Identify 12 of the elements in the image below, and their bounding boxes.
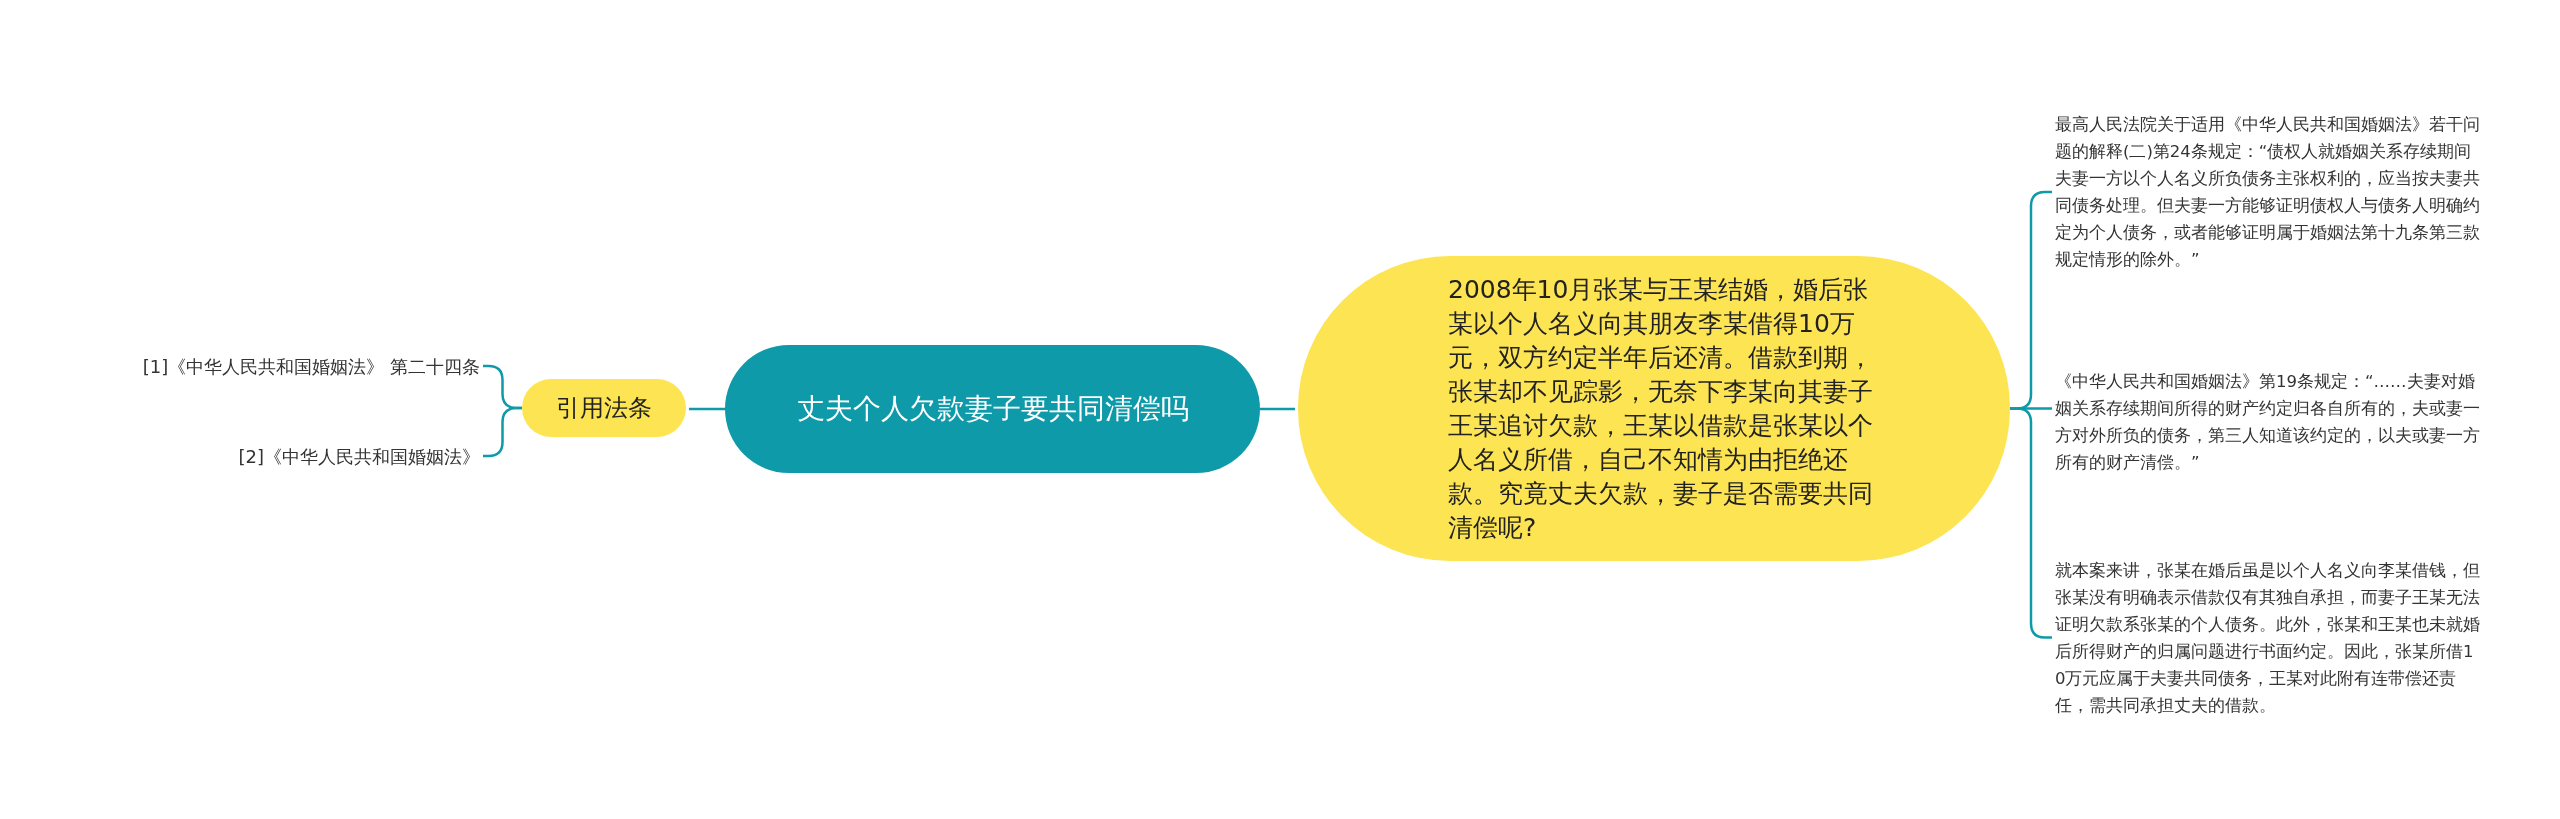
connector: [689, 407, 725, 411]
law-reference: [1]《中华人民共和国婚姻法》 第二十四条: [142, 354, 480, 379]
case-text: 2008年10月张某与王某结婚，婚后张某以个人名义向其朋友李某借得10万元，双方约定半年后还清。借款到期，张某却不见踪影，无奈下李某向其妻子王某追讨欠款，王某以借款是张某以个人名义所借，自己不知情为由拒绝还款。究竟丈夫欠款，妻子是否需要共同清偿呢?: [1448, 273, 1874, 544]
note-text: 就本案来讲，张某在婚后虽是以个人名义向李某借钱，但张某没有明确表示借款仅有其独自承担，而妻子王某无法证明欠款系张某的个人债务。此外，张某和王某也未就婚后所得财产的归属问题进行书面约定。因此，张某所借10万元应属于夫妻共同债务，王某对此附有连带偿还责任，需共同承担丈夫的借款。: [2055, 559, 2480, 717]
topic-title: 丈夫个人欠款妻子要共同清偿吗: [796, 391, 1189, 427]
note-text: 《中华人民共和国婚姻法》第19条规定：“……夫妻对婚姻关系存续期间所得的财产约定归各自所有的，夫或妻一方对外所负的债务，第三人知道该约定的，以夫或妻一方所有的财产清偿。”: [2055, 371, 2480, 474]
note-text: 最高人民法院关于适用《中华人民共和国婚姻法》若干问题的解释(二)第24条规定：“债权人就婚姻关系存续期间夫妻一方以个人名义所负债务主张权利的，应当按夫妻共同债务处理。但夫妻一方能够证明债权人与债务人明确约定为个人债务，或者能够证明属于婚姻法第十九条第三款规定情形的除外。”: [2055, 114, 2480, 271]
connector: [483, 406, 522, 458]
branch-label: 引用法条: [556, 393, 652, 424]
branch-pill: [522, 379, 686, 437]
law-reference: [2]《中华人民共和国婚姻法》: [238, 444, 480, 469]
connector: [1260, 407, 1295, 411]
